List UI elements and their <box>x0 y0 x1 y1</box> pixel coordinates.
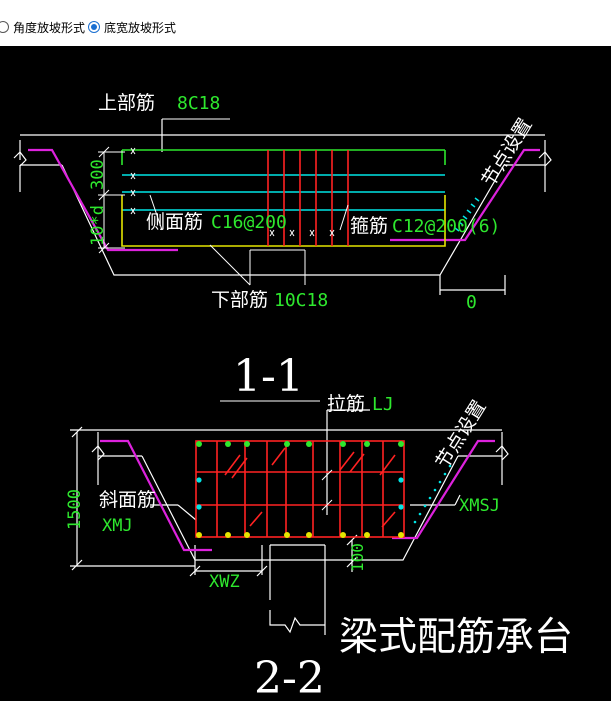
dim-10d: 10*d <box>88 205 108 246</box>
section-title-2-2: 2-2 <box>254 653 325 701</box>
node-dotted-line-2 <box>413 464 452 524</box>
slope-bar-value: XMJ <box>102 516 133 536</box>
section-title-1-1: 1-1 <box>233 351 304 402</box>
cad-drawing: 上部筋 8C18 侧面筋 C16@200 箍筋 C12@200(6) 下部筋 1… <box>0 46 611 701</box>
top-bar-value: 8C18 <box>177 93 220 114</box>
slope-bar-1 <box>28 148 540 252</box>
slope-bar-2 <box>100 439 495 552</box>
bottom-bar-value: 10C18 <box>274 290 328 311</box>
dim-1500: 1500 <box>65 489 85 530</box>
bottom-bar-dots-2 <box>196 532 404 538</box>
radio-angle-slope-label: 角度放坡形式 <box>13 20 86 35</box>
slope-bar-label: 斜面筋 <box>99 489 156 511</box>
dim-300: 300 <box>88 159 108 190</box>
tie-bar-2 <box>321 469 333 511</box>
dim-100: 100 <box>348 543 367 572</box>
option-bar: 角度放坡形式 底宽放坡形式 <box>0 0 611 46</box>
drawing-background <box>0 46 611 701</box>
concrete-outline-1 <box>13 119 552 295</box>
tie-bar-value: LJ <box>372 394 394 415</box>
stirrup-value: C12@200(6) <box>392 216 500 237</box>
side-bar-value: C16@200 <box>211 212 287 233</box>
radio-angle-slope[interactable]: 角度放坡形式 <box>0 17 85 37</box>
stirrup-label: 箍筋 <box>350 215 388 237</box>
top-bar-dots-2 <box>196 441 404 447</box>
side-bar-dots-2 <box>196 477 404 510</box>
stirrups-2 <box>195 440 405 538</box>
xmsj-label: XMSJ <box>459 496 500 516</box>
tie-bar-label: 拉筋 <box>327 393 365 415</box>
radio-angle-slope-dot[interactable] <box>0 21 9 33</box>
side-bar-label: 侧面筋 <box>146 211 203 233</box>
bottom-bar-label: 下部筋 <box>211 289 268 311</box>
dimension-lines-1 <box>98 118 349 402</box>
xwz-label: XWZ <box>209 572 240 592</box>
radio-bottom-width-slope-dot[interactable] <box>88 21 100 33</box>
radio-bottom-width-slope[interactable]: 底宽放坡形式 <box>88 17 176 37</box>
dim-0: 0 <box>466 292 477 313</box>
node-tick-marks-1 <box>454 197 480 232</box>
top-bar-label: 上部筋 <box>98 92 155 114</box>
stirrups-1 <box>267 150 349 246</box>
radio-bottom-width-slope-label: 底宽放坡形式 <box>104 20 177 35</box>
bar-crosses-1 <box>130 147 335 237</box>
drawing-title: 梁式配筋承台 <box>339 615 573 660</box>
